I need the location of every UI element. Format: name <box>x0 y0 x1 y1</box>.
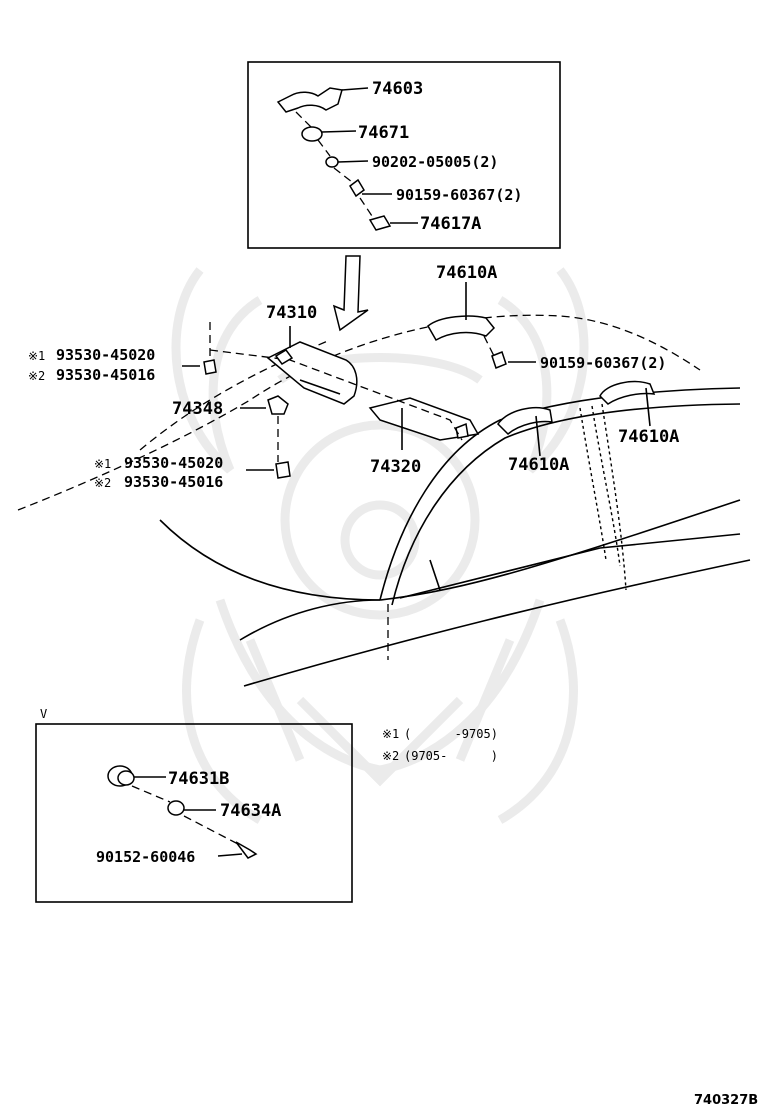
grip-cap-part <box>301 126 323 142</box>
roof-grip-right-part <box>599 380 656 405</box>
mark-screw-a-1: ※1 <box>28 349 45 363</box>
label-74631b: 74631B <box>168 769 229 789</box>
label-74320: 74320 <box>370 457 421 477</box>
legend-mark-1: ※1 <box>382 727 399 741</box>
clip-74634a-part <box>167 800 185 816</box>
label-screw-a-1: 93530-45020 <box>56 346 155 364</box>
label-74610a-mid: 74610A <box>508 455 569 475</box>
bottom-inset-labels: 74631B 74634A 90152-60046 <box>96 769 281 866</box>
legend-mark-2: ※2 <box>382 749 399 763</box>
clip-part <box>368 215 392 231</box>
label-90202-05005: 90202-05005(2) <box>372 153 498 171</box>
label-74671: 74671 <box>358 123 409 143</box>
screw-90152-part <box>235 841 258 859</box>
screw-b-part <box>275 461 291 479</box>
mark-screw-b-1: ※1 <box>94 457 111 471</box>
visor-bracket-part <box>267 395 289 415</box>
washer-part <box>325 156 339 168</box>
legend-text-2: (9705- ) <box>404 749 498 763</box>
visor-holder-right <box>455 422 469 439</box>
screw-part <box>349 178 365 198</box>
roof-grip-top-part <box>427 315 496 342</box>
label-screw-b-1: 93530-45020 <box>124 454 223 472</box>
roof-grip-mid-part <box>497 406 553 436</box>
label-screw-a-2: 93530-45016 <box>56 366 155 384</box>
vehicle-outline <box>17 314 751 687</box>
label-74348: 74348 <box>172 399 223 419</box>
bottom-inset-frame <box>35 723 353 903</box>
label-74610a-top: 74610A <box>436 263 497 283</box>
screw-roof-part <box>491 351 507 369</box>
clip-74631b-inner <box>117 770 135 786</box>
label-90159-60367-roof: 90159-60367(2) <box>540 354 666 372</box>
label-74617a: 74617A <box>420 214 481 234</box>
label-74634a: 74634A <box>220 801 281 821</box>
top-inset-frame <box>247 61 561 249</box>
main-labels: 74610A 90159-60367(2) 74310 74348 74320 … <box>28 263 679 491</box>
label-screw-b-2: 93530-45016 <box>124 473 223 491</box>
callout-arrow <box>332 255 369 332</box>
label-90159-60367-inset: 90159-60367(2) <box>396 186 522 204</box>
label-90152-60046: 90152-60046 <box>96 848 195 866</box>
label-74610a-right: 74610A <box>618 427 679 447</box>
sun-visor-right-part <box>368 397 480 441</box>
sun-visor-left-part <box>266 341 358 405</box>
mark-screw-a-2: ※2 <box>28 369 45 383</box>
view-marker: V <box>40 707 47 721</box>
watermark-logo <box>171 267 589 824</box>
assist-grip-part <box>276 87 343 113</box>
screw-a-part <box>203 359 217 375</box>
top-inset-labels: 74603 74671 90202-05005(2) 90159-60367(2… <box>358 79 522 234</box>
label-74603: 74603 <box>372 79 423 99</box>
figure-code: 740327B <box>694 1093 758 1108</box>
label-74310: 74310 <box>266 303 317 323</box>
legend: ※1 ( -9705) ※2 (9705- ) <box>382 727 498 763</box>
visor-hook-part <box>274 349 294 365</box>
mark-screw-b-2: ※2 <box>94 476 111 490</box>
legend-text-1: ( -9705) <box>404 727 498 741</box>
